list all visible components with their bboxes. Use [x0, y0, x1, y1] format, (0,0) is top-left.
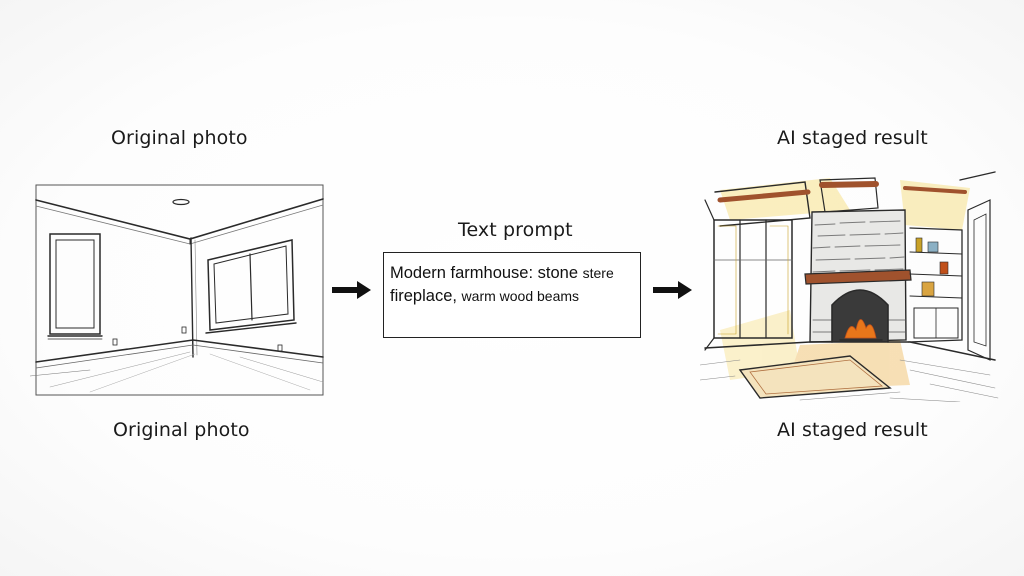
prompt-line-2-main: fireplace, [390, 287, 457, 305]
original-room-sketch [30, 184, 324, 396]
original-photo-label-top: Original photo [111, 127, 248, 149]
text-prompt-title: Text prompt [458, 219, 573, 241]
prompt-line-1: Modern farmhouse: stone stere [390, 262, 634, 285]
text-prompt-box: Modern farmhouse: stone stere fireplace,… [383, 252, 641, 338]
staged-result-label-bottom: AI staged result [777, 419, 928, 441]
staged-room-sketch [700, 171, 999, 402]
original-photo-label-bottom: Original photo [113, 419, 250, 441]
right-arrow-icon [332, 281, 371, 299]
prompt-line-2-extra: warm wood beams [461, 288, 580, 304]
prompt-line-1-extra: stere [582, 265, 614, 281]
staged-result-label-top: AI staged result [777, 127, 928, 149]
right-arrow-icon [653, 281, 692, 299]
prompt-line-1-main: Modern farmhouse: stone [390, 264, 579, 282]
prompt-line-2: fireplace, warm wood beams [390, 285, 634, 308]
